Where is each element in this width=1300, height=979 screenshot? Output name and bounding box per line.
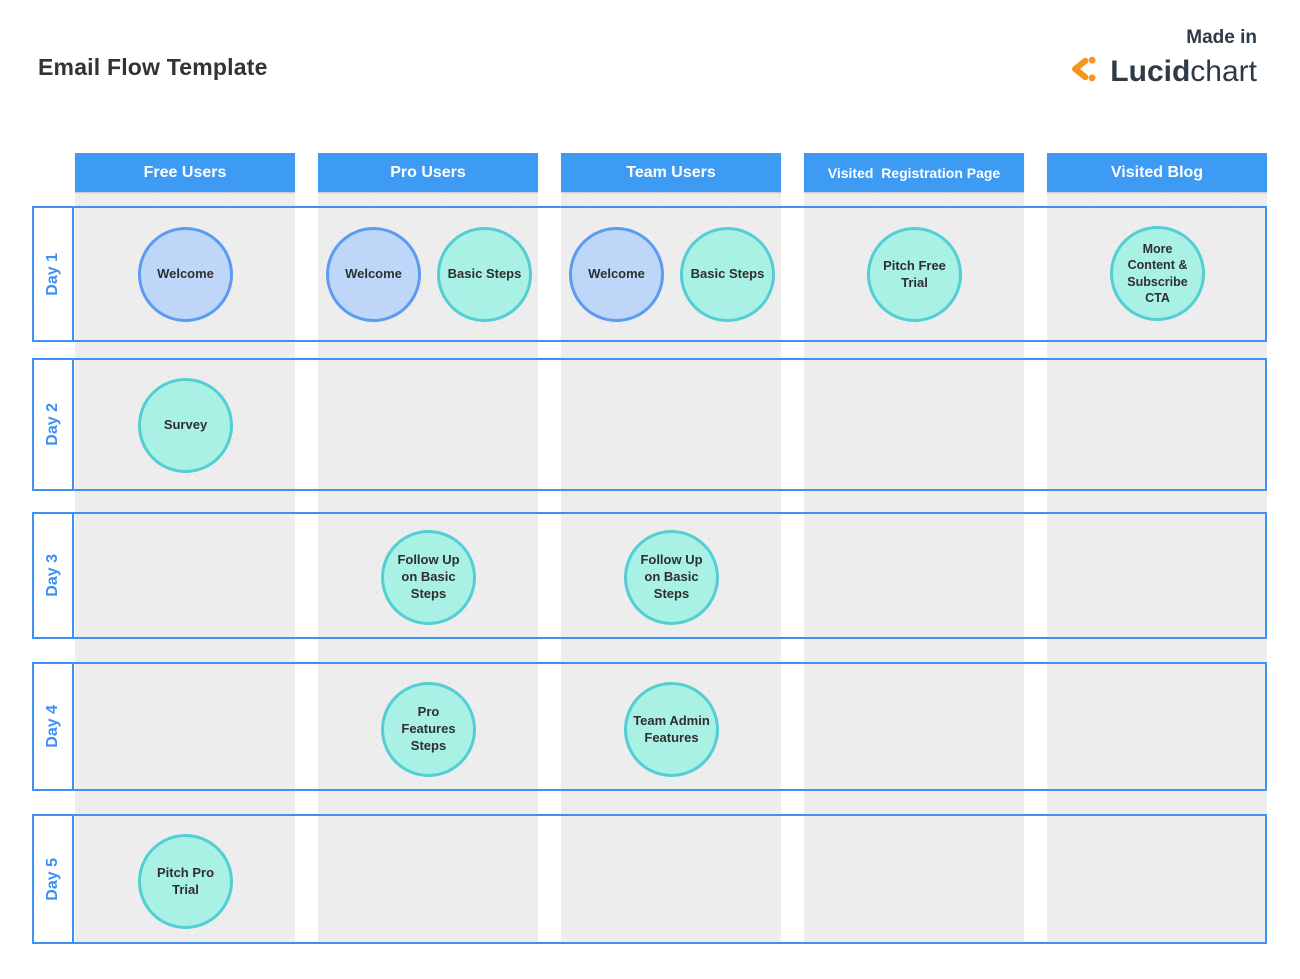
day-2-label: Day 2: [44, 403, 61, 446]
lane-band-visited-blog: [1047, 192, 1267, 944]
lane-header-visited-blog: Visited Blog: [1047, 153, 1267, 192]
row-day-5: Day 5: [32, 814, 1267, 944]
node-welcome-team-day1: Welcome: [569, 227, 664, 322]
node-pro-features-steps-day4: Pro Features Steps: [381, 682, 476, 777]
node-welcome-free-day1: Welcome: [138, 227, 233, 322]
node-label: Pitch Free Trial: [883, 257, 946, 290]
node-label: Welcome: [157, 266, 214, 282]
brand-text: Lucidchart: [1110, 54, 1257, 88]
node-pitch-pro-trial-free-day5: Pitch Pro Trial: [138, 834, 233, 929]
made-in-text: Made in: [1186, 27, 1257, 48]
page-title: Email Flow Template: [38, 54, 268, 80]
lucidchart-attribution: Made in Lucidchart: [1069, 27, 1257, 91]
lane-header-pro-users: Pro Users: [318, 153, 538, 192]
node-welcome-pro-day1: Welcome: [326, 227, 421, 322]
day-3-label: Day 3: [44, 554, 61, 597]
lane-header-free-users: Free Users: [75, 153, 295, 192]
node-team-admin-features-day4: Team Admin Features: [624, 682, 719, 777]
day-5-label-cell: Day 5: [34, 816, 74, 942]
node-label: Basic Steps: [447, 266, 522, 282]
node-label: More Content & Subscribe CTA: [1127, 242, 1188, 305]
day-1-label-cell: Day 1: [34, 208, 74, 340]
node-label: Pitch Pro Trial: [156, 864, 215, 897]
row-day-2: Day 2: [32, 358, 1267, 491]
node-label: Survey: [163, 417, 208, 433]
lane-header-label: Pro Users: [390, 163, 466, 181]
lucidchart-brand: Lucidchart: [1069, 52, 1257, 91]
day-1-label: Day 1: [44, 252, 61, 296]
day-4-label: Day 4: [44, 705, 61, 748]
brand-lucid: Lucid: [1110, 54, 1191, 88]
node-label: Team Admin Features: [633, 712, 710, 745]
node-label: Pro Features Steps: [401, 704, 456, 753]
lane-band-visited-registration-page: [804, 192, 1024, 944]
lucidchart-icon: [1069, 52, 1103, 91]
node-survey-free-day2: Survey: [138, 378, 233, 473]
day-4-label-cell: Day 4: [34, 664, 74, 789]
node-follow-up-basic-steps-team-day3: Follow Up on Basic Steps: [624, 530, 719, 625]
node-label: Welcome: [345, 266, 402, 282]
brand-chart: chart: [1190, 54, 1257, 88]
node-label: Welcome: [588, 266, 645, 282]
lane-header-team-users: Team Users: [561, 153, 781, 192]
day-2-label-cell: Day 2: [34, 360, 74, 489]
node-more-content-subscribe-cta-day1: More Content & Subscribe CTA: [1110, 226, 1205, 321]
lane-header-label: Visited Registration Page: [827, 164, 1001, 181]
day-3-label-cell: Day 3: [34, 514, 74, 637]
node-label: Basic Steps: [690, 266, 765, 282]
node-pitch-free-trial-day1: Pitch Free Trial: [867, 227, 962, 322]
row-day-4: Day 4: [32, 662, 1267, 791]
node-basic-steps-pro-day1: Basic Steps: [437, 227, 532, 322]
lane-header-label: Free Users: [143, 163, 227, 181]
node-basic-steps-team-day1: Basic Steps: [680, 227, 775, 322]
lane-header-visited-registration-page: Visited Registration Page: [804, 153, 1024, 192]
row-day-1: Day 1: [32, 206, 1267, 342]
row-day-3: Day 3: [32, 512, 1267, 639]
node-follow-up-basic-steps-pro-day3: Follow Up on Basic Steps: [381, 530, 476, 625]
node-label: Follow Up on Basic Steps: [640, 552, 703, 601]
node-label: Follow Up on Basic Steps: [397, 552, 460, 601]
day-5-label: Day 5: [44, 857, 61, 901]
lane-header-label: Visited Blog: [1110, 163, 1204, 181]
lane-header-label: Team Users: [626, 163, 716, 181]
